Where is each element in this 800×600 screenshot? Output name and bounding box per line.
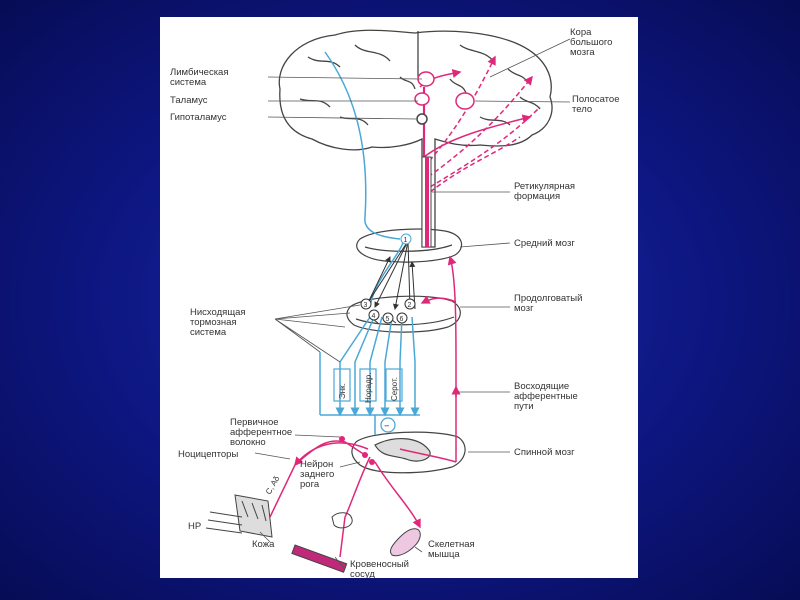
- label-nociceptors: Ноцицепторы: [178, 449, 238, 460]
- nuclei: 1 2 3 4 5 6: [360, 233, 416, 324]
- label-spinal: Спинной мозг: [514, 447, 575, 458]
- inhibition-symbol: [380, 417, 396, 433]
- blood-vessel-shape: [291, 544, 348, 573]
- spinal-cord-section: [351, 431, 466, 474]
- label-thalamus: Таламус: [170, 95, 208, 106]
- pain-pathway-diagram: Энк. Норадр. Серот. − 1 2: [170, 27, 619, 578]
- skeletal-muscle-shape: [389, 528, 421, 557]
- reticular-formation: [421, 156, 432, 248]
- inhibit-sign: −: [384, 421, 390, 432]
- brain-outline: [278, 29, 553, 248]
- label-midbrain: Средний мозг: [514, 238, 575, 249]
- descending-tracts: [333, 368, 403, 402]
- nucleus-1: 1: [404, 237, 408, 244]
- label-hypothalamus: Гипоталамус: [170, 112, 227, 123]
- diagram-panel: Энк. Норадр. Серот. − 1 2: [160, 17, 638, 578]
- dorsal-horn-node: [362, 452, 368, 458]
- serot-label: Серот.: [390, 377, 399, 401]
- nucleus-2: 2: [408, 302, 412, 309]
- nucleus-3: 3: [364, 302, 368, 309]
- dorsal-horn-node-2: [369, 459, 375, 465]
- nucleus-5: 5: [386, 316, 390, 323]
- ganglion-node: [339, 436, 345, 442]
- label-skin: Кожа: [252, 539, 275, 550]
- nucleus-4: 4: [372, 313, 376, 320]
- brain-nuclei: [414, 71, 475, 125]
- fiber-type-label: C, Aδ: [264, 474, 282, 496]
- sympathetic-ganglion: [331, 512, 353, 529]
- midbrain-section: [356, 228, 463, 263]
- label-hp: НР: [188, 521, 201, 532]
- noradr-label: Норадр.: [364, 373, 373, 403]
- skin-block: [205, 494, 273, 538]
- enk-label: Энк.: [338, 383, 347, 399]
- nucleus-6: 6: [400, 316, 404, 323]
- leader-lines: [254, 38, 571, 571]
